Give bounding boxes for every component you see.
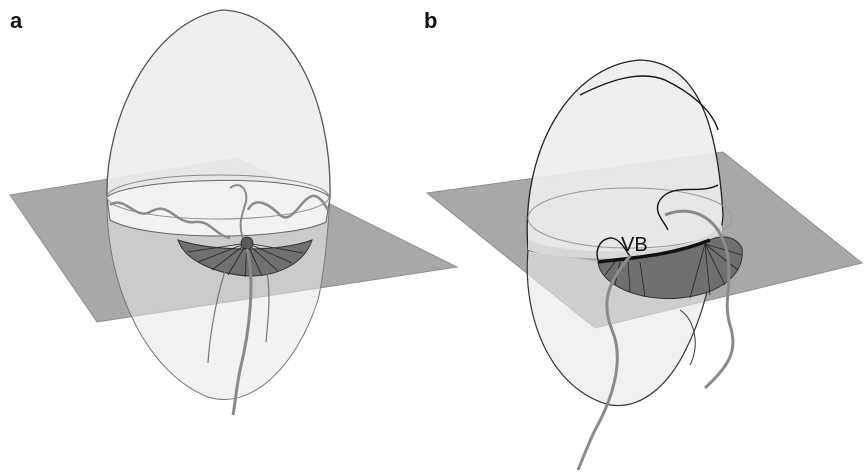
- shell-a-band: [107, 180, 330, 236]
- panel-b-diagram: VB: [427, 60, 862, 470]
- panel-a-diagram: [10, 10, 457, 415]
- apex-a: [241, 237, 253, 249]
- vb-label: VB: [621, 234, 648, 256]
- shell-a-upper: [107, 10, 330, 197]
- shell-b-upper: [527, 60, 723, 256]
